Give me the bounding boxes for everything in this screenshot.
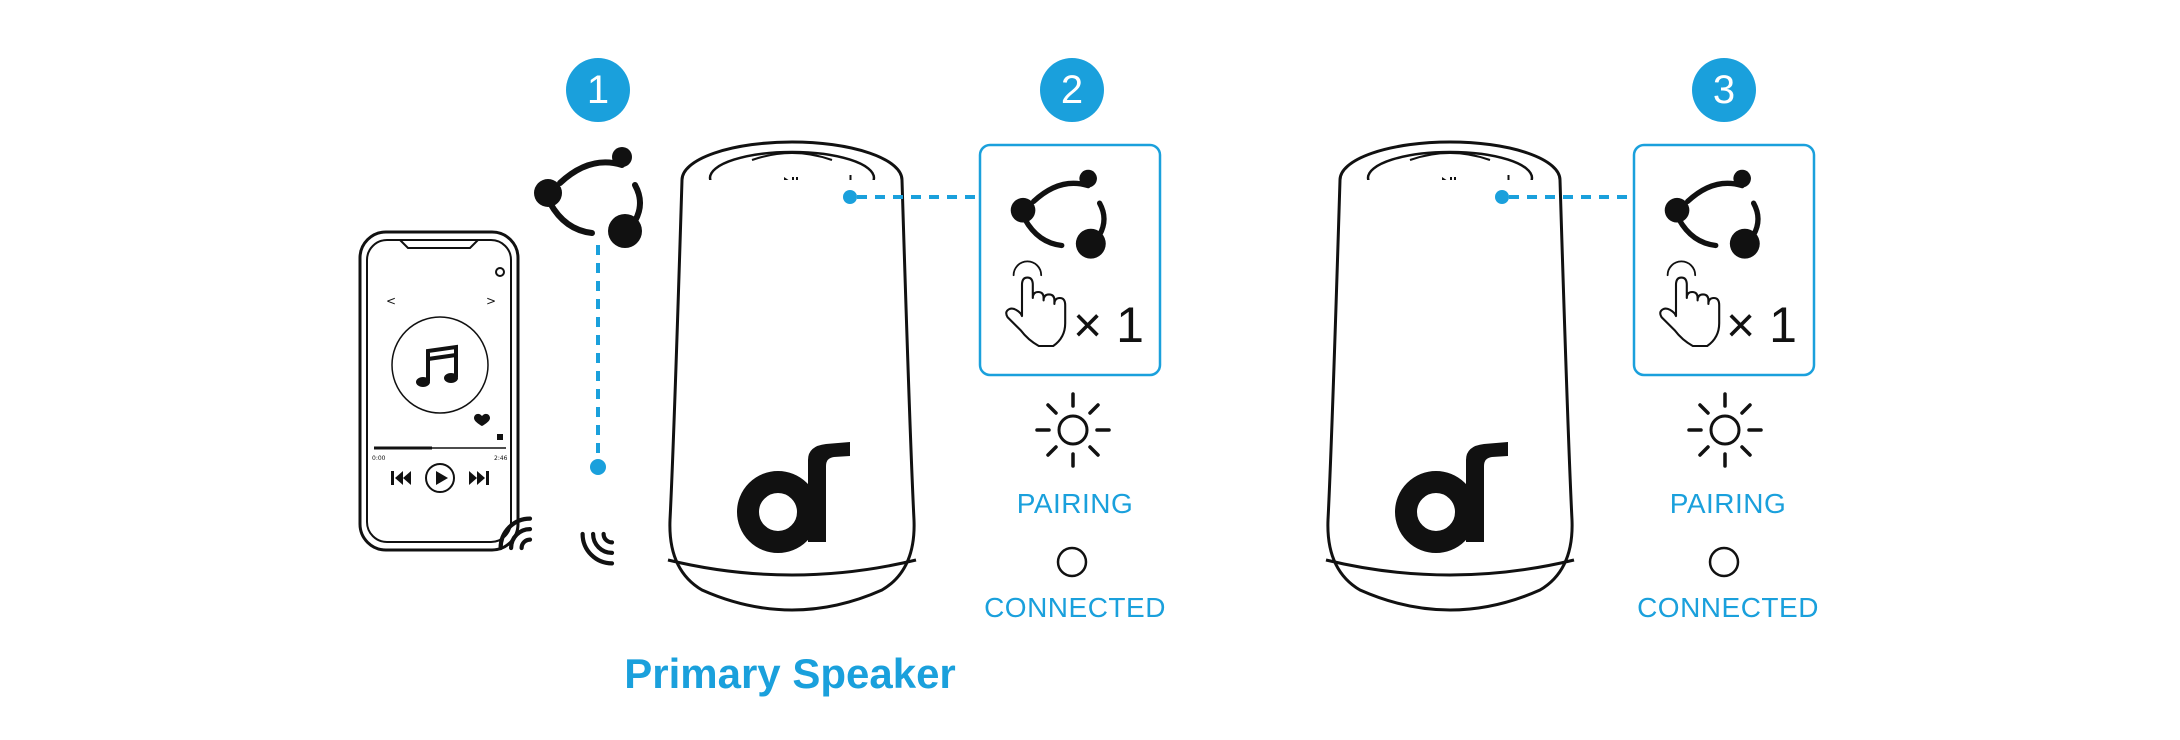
circle-light-icon [1056,546,1088,578]
phone-illustration: < > 0:00 2:46 [358,230,520,552]
previous-icon [391,471,411,485]
step-1-badge: 1 [566,58,630,122]
play-icon [425,463,455,493]
svg-text:>: > [486,294,496,308]
share-link-icon [534,147,642,248]
sun-light-icon [1687,392,1763,468]
primary-speaker-label: Primary Speaker [624,650,956,697]
step-2-pairing-label: PAIRING [1016,488,1134,519]
music-note-icon [416,344,458,387]
svg-text:<: < [386,294,396,308]
step-3-pairing-label: PAIRING [1669,488,1787,519]
primary-speaker-illustration [668,142,916,610]
step-2-press-count: × 1 [1073,297,1144,353]
svg-text:0:00: 0:00 [372,455,386,462]
step-2-connected-label: CONNECTED [984,592,1166,623]
wireless-signal-icon [583,534,612,563]
step-3-press-count: × 1 [1726,297,1797,353]
step-2-badge: 2 [1040,58,1104,122]
circle-light-icon [1708,546,1740,578]
next-icon [469,471,489,485]
secondary-speaker-illustration [1326,142,1574,610]
step-3-badge: 3 [1692,58,1756,122]
step-3-connected-label: CONNECTED [1637,592,1819,623]
sun-light-icon [1035,392,1111,468]
heart-icon [474,413,490,426]
svg-text:2:46: 2:46 [494,455,508,462]
